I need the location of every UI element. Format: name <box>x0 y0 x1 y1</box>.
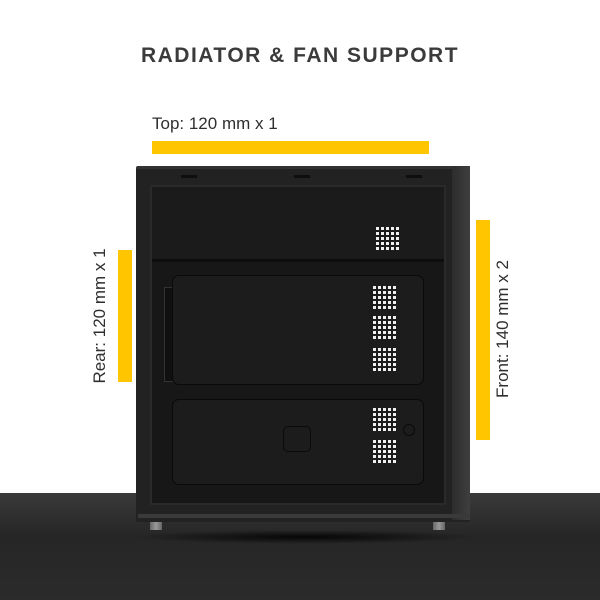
vent-grille <box>373 408 396 431</box>
psu-shroud <box>172 399 424 485</box>
vent-grille <box>376 227 399 250</box>
case-foot-left <box>150 520 162 530</box>
shroud-cutout <box>283 426 311 452</box>
drive-cover-upper <box>172 275 424 385</box>
top-radiator-bar <box>152 141 429 154</box>
top-tray <box>152 187 444 262</box>
rear-radiator-bar <box>118 250 132 382</box>
vent-grille <box>373 348 396 371</box>
top-radiator-label: Top: 120 mm x 1 <box>152 114 278 133</box>
front-radiator-label: Front: 140 mm x 2 <box>493 260 512 398</box>
mount-tab <box>294 175 310 178</box>
pc-case-image <box>136 166 470 522</box>
case-shadow <box>130 530 480 544</box>
vent-grille <box>373 316 396 339</box>
case-foot-right <box>433 520 445 530</box>
vent-grille <box>373 440 396 463</box>
case-interior <box>150 185 446 505</box>
case-base <box>138 514 470 518</box>
vent-grille <box>373 286 396 309</box>
rear-radiator-label: Rear: 120 mm x 1 <box>90 248 109 384</box>
page-title: RADIATOR & FAN SUPPORT <box>140 44 460 67</box>
shroud-grommet <box>403 424 415 436</box>
front-radiator-bar <box>476 220 490 440</box>
mount-tab <box>181 175 197 178</box>
case-front-edge <box>452 166 470 520</box>
mount-tab <box>406 175 422 178</box>
